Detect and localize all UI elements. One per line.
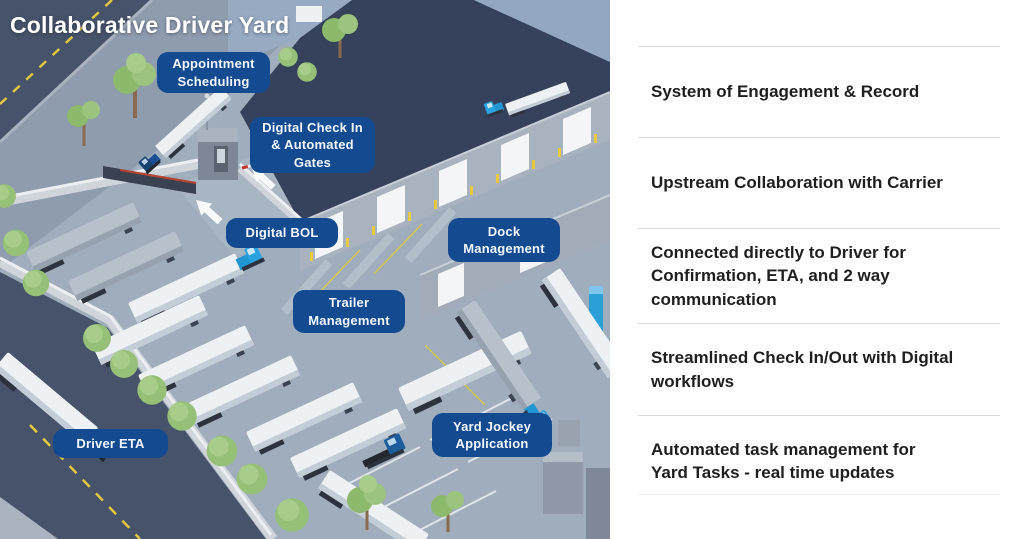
feature-item: Upstream Collaboration with Carrier (638, 137, 1000, 228)
yard-scene-graphic (0, 0, 610, 539)
callout-trailer-management: Trailer Management (293, 290, 405, 333)
feature-text: Automated task management for Yard Tasks… (651, 439, 916, 483)
feature-item: Automated task management for Yard Tasks… (638, 415, 1000, 494)
callout-yard-jockey-application: Yard Jockey Application (432, 413, 552, 457)
callout-digital-bol: Digital BOL (226, 218, 338, 248)
feature-text: Streamlined Check In/Out with Digital wo… (651, 348, 954, 391)
feature-text: Upstream Collaboration with Carrier (651, 173, 943, 193)
feature-item: System of Engagement & Record (638, 46, 1000, 137)
page-title: Collaborative Driver Yard (10, 12, 290, 38)
feature-item: Connected directly to Driver for Confirm… (638, 228, 1000, 323)
callout-driver-eta: Driver ETA (53, 429, 168, 458)
callout-dock-management: Dock Management (448, 218, 560, 262)
divider (638, 494, 1000, 495)
feature-panel: System of Engagement & Record Upstream C… (610, 0, 1024, 539)
feature-list: System of Engagement & Record Upstream C… (638, 46, 1000, 495)
feature-item: Streamlined Check In/Out with Digital wo… (638, 323, 1000, 415)
feature-text: System of Engagement & Record (651, 82, 920, 102)
feature-text: Connected directly to Driver for Confirm… (651, 242, 907, 309)
yard-illustration: Collaborative Driver Yard Appointment Sc… (0, 0, 610, 539)
callout-digital-check-in: Digital Check In & Automated Gates (250, 117, 375, 173)
callout-appointment-scheduling: Appointment Scheduling (157, 52, 270, 93)
trees (67, 14, 464, 532)
